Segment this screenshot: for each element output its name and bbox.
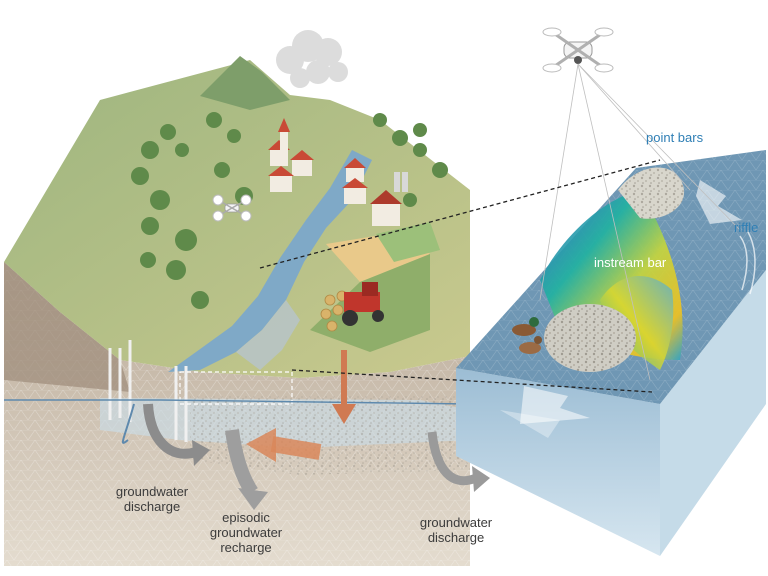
label-point-bars: point bars [646, 130, 704, 145]
label-line: episodic [222, 510, 270, 525]
monitoring-wells [108, 340, 188, 442]
label-line: discharge [123, 499, 181, 514]
zoom-block [456, 150, 766, 556]
tractor [342, 282, 384, 326]
mountain-peak [200, 56, 290, 110]
smoke-cloud [276, 30, 348, 88]
label-line: groundwater [115, 484, 189, 499]
ducks [512, 317, 542, 354]
label-line: groundwater [419, 515, 493, 530]
label-groundwater-discharge-right: groundwater discharge [408, 515, 504, 545]
label-episodic-recharge: episodic groundwater recharge [198, 510, 294, 555]
village [268, 118, 408, 226]
drone-small [212, 194, 252, 222]
label-instream-bar: instream bar [594, 255, 667, 270]
flow-arrows-left [121, 350, 356, 510]
label-line: groundwater [209, 525, 283, 540]
flow-arrow-middle [427, 431, 490, 492]
zoom-connectors [259, 159, 661, 393]
drone-large [542, 27, 614, 73]
river-surface [168, 150, 372, 372]
label-riffle: riffle [734, 220, 759, 235]
label-line: recharge [220, 540, 272, 555]
drone-sightlines [539, 63, 741, 381]
label-line: discharge [427, 530, 485, 545]
landscape-block [4, 30, 471, 566]
label-groundwater-discharge-left: groundwater discharge [104, 484, 200, 514]
